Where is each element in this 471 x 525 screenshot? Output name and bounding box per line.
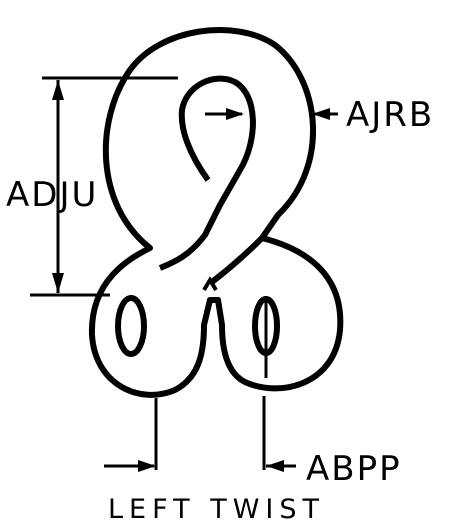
ajrb-arrow-outer (312, 108, 330, 120)
left-twist-caption: LEFT TWIST (108, 494, 325, 525)
abpp-arrow-right (266, 460, 284, 472)
ajrb-arrow-inner (226, 108, 244, 120)
ajrb-label: AJRB (346, 95, 434, 135)
spring-outer-outline (88, 27, 344, 398)
abpp-label: ABPP (306, 449, 402, 489)
abpp-arrow-left (138, 460, 156, 472)
adju-arrow-top (52, 80, 64, 100)
left-eye-hole (115, 295, 147, 357)
spring-hook-tip (202, 276, 218, 292)
spring-crossing (210, 235, 265, 285)
adju-label: ADJU (6, 175, 98, 215)
adju-arrow-bottom (52, 273, 64, 293)
spring-inner-loop (158, 75, 256, 271)
